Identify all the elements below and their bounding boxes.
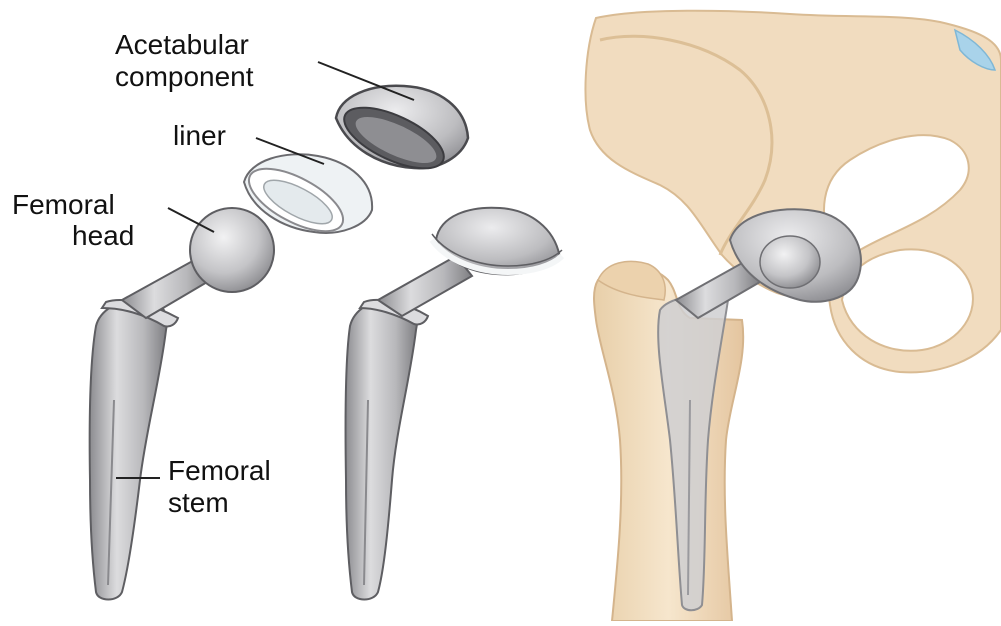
- label-liner: liner: [173, 120, 226, 151]
- label-femoral-stem-line2: stem: [168, 487, 229, 518]
- assembled-stem: [345, 298, 417, 600]
- femoral-head-ball: [190, 208, 274, 292]
- assembled-neck: [378, 256, 472, 316]
- label-femoral-head-line2: head: [72, 220, 134, 251]
- pelvis-illustration: [585, 11, 1001, 621]
- label-femoral-stem-line1: Femoral: [168, 455, 271, 486]
- label-acetabular-line1: Acetabular: [115, 29, 249, 60]
- label-acetabular-line2: component: [115, 61, 254, 92]
- assembled-implant: [345, 208, 562, 600]
- implanted-ball: [760, 236, 820, 288]
- label-femoral-head-line1: Femoral: [12, 189, 115, 220]
- femoral-stem: [90, 298, 167, 600]
